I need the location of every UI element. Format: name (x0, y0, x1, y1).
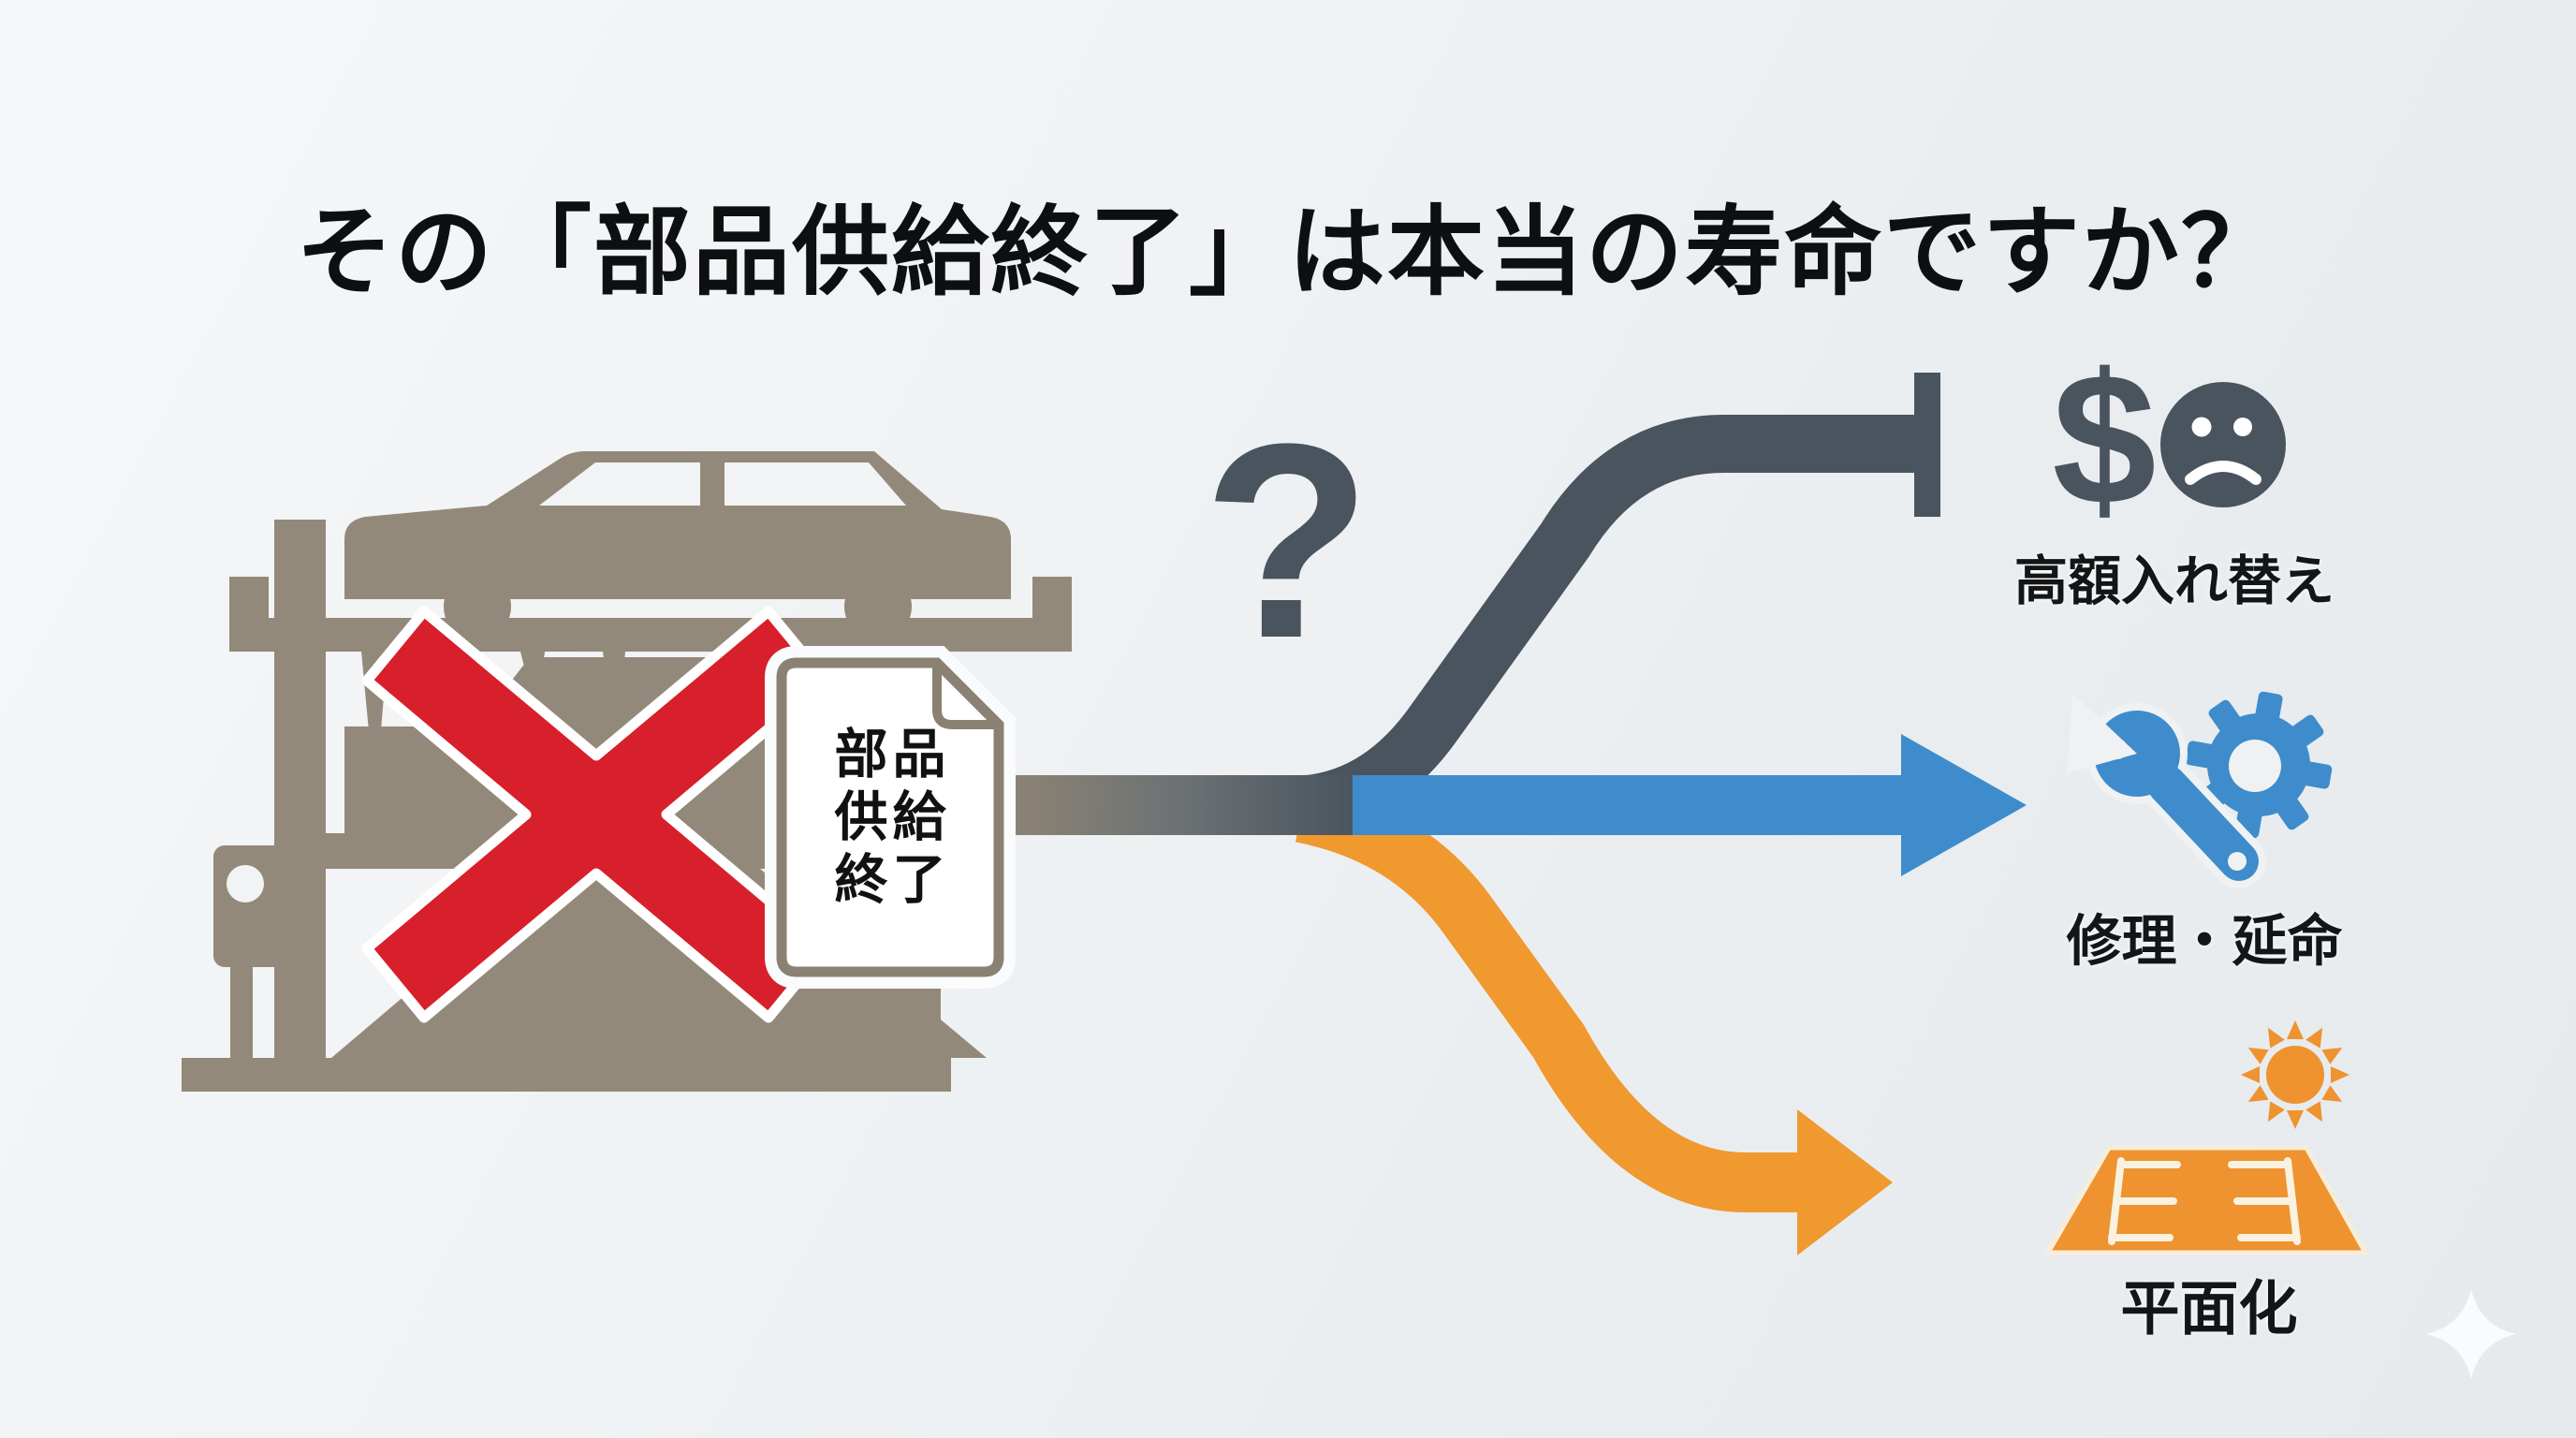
control-box-leg2 (279, 964, 301, 1060)
document-line-1: 部品 (834, 724, 951, 785)
wrench-handle-hole (2228, 852, 2247, 871)
repair-line (1353, 775, 1907, 835)
document-icon (765, 646, 1016, 989)
outcome-label-repair-life-extension: 修理・延命 (2066, 910, 2343, 973)
document-line-3: 終了 (834, 849, 951, 910)
trunk-line (996, 775, 1353, 835)
flat-parking-lot-icon (2045, 1145, 2368, 1255)
upper-beam (229, 618, 1072, 652)
dead-end-line (1289, 415, 1916, 834)
car-window2 (724, 462, 906, 506)
document-text: 部品 供給 終了 (782, 663, 999, 972)
car-window (539, 462, 700, 506)
red-cross-icon (361, 606, 831, 1023)
dollar-sign-icon: $ (2052, 335, 2157, 544)
sparkle-icon (2426, 1289, 2516, 1379)
document-line-2: 供給 (834, 786, 951, 847)
upper-beam-right-tab (1032, 577, 1072, 620)
pedestal (331, 869, 987, 1058)
top-car-silhouette (344, 451, 1011, 640)
page-title: その「部品供給終了」は本当の寿命ですか？ (295, 198, 2280, 307)
dead-end-terminal-bar (1914, 373, 1940, 517)
repair-arrowhead (1901, 734, 2027, 876)
wrench-icon (2067, 693, 2266, 888)
control-box-hole (227, 865, 264, 902)
gear-icon (2185, 691, 2333, 839)
question-mark: ? (1202, 386, 1372, 696)
outcome-label-expensive-replacement: 高額入れ替え (2014, 551, 2334, 611)
control-box-leg (230, 964, 253, 1060)
outcome-label-flattening: 平面化 (2120, 1276, 2298, 1343)
sun-icon (2241, 1020, 2349, 1129)
base-rail (182, 1058, 951, 1092)
control-box (213, 845, 311, 967)
upper-beam-left-tab (229, 577, 269, 620)
sad-face-icon (2160, 382, 2286, 507)
flatten-line (1295, 783, 1805, 1212)
flatten-arrowhead (1797, 1109, 1893, 1255)
document-fold (932, 663, 999, 729)
